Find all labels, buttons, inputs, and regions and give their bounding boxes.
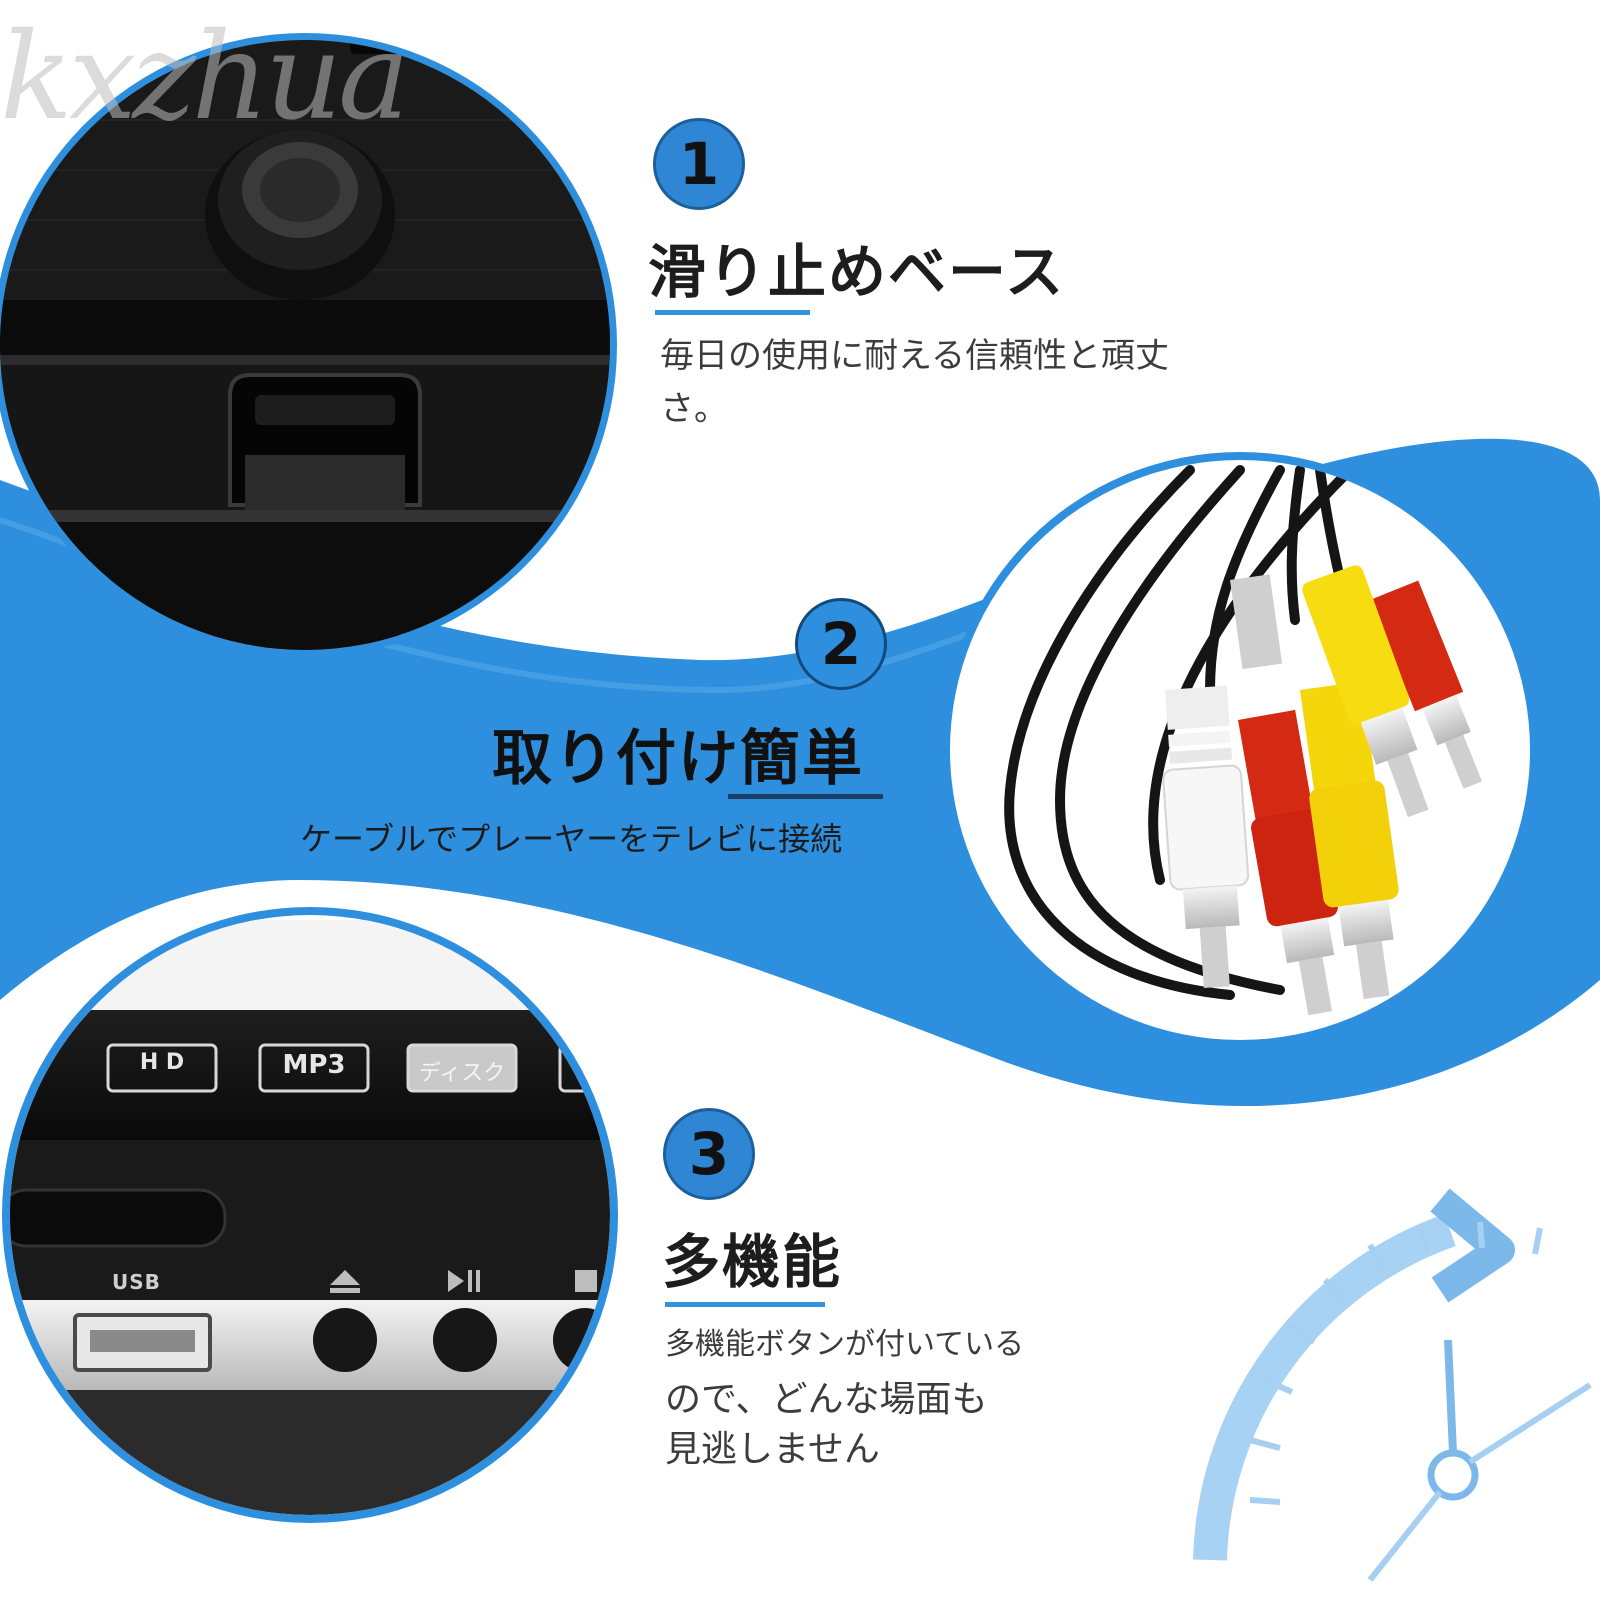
feature-3-title: 多機能 xyxy=(662,1228,843,1296)
feature-2-number: 2 xyxy=(820,610,862,678)
feature-1-description: 毎日の使用に耐える信頼性と頑丈さ。 xyxy=(660,336,1169,429)
feature-2-title: 取り付け簡単 xyxy=(492,724,864,794)
feature-1-title: 滑り止めベース xyxy=(648,238,1066,306)
feature-3-underline xyxy=(665,1302,825,1307)
player-front-panel-photo xyxy=(10,920,610,1515)
av-cable-photo xyxy=(1004,465,1483,1016)
watermark-text: kxzhua xyxy=(0,8,410,147)
mp3-logo: MP3 xyxy=(282,1050,346,1080)
feature-3-description-line-1: 多機能ボタンが付いている xyxy=(665,1327,1025,1362)
usb-port-label: USB xyxy=(112,1270,161,1294)
feature-2-number-badge: 2 xyxy=(795,598,887,690)
feature-3-number-badge: 3 xyxy=(663,1108,755,1200)
feature-3-number: 3 xyxy=(688,1120,730,1188)
feature-1-underline xyxy=(655,310,810,315)
clock-decoration xyxy=(1193,1188,1592,1582)
feature-2-underline xyxy=(728,794,883,799)
feature-3-description-line-3: 見逃しません xyxy=(665,1429,880,1470)
hd-logo: H D xyxy=(139,1050,185,1075)
disc-logo: ディスク xyxy=(418,1061,506,1086)
feature-1-number: 1 xyxy=(678,130,720,198)
feature-2-description: ケーブルでプレーヤーをテレビに接続 xyxy=(300,820,843,858)
feature-3-description-line-2: ので、どんな場面も xyxy=(665,1379,988,1420)
feature-1-number-badge: 1 xyxy=(653,118,745,210)
